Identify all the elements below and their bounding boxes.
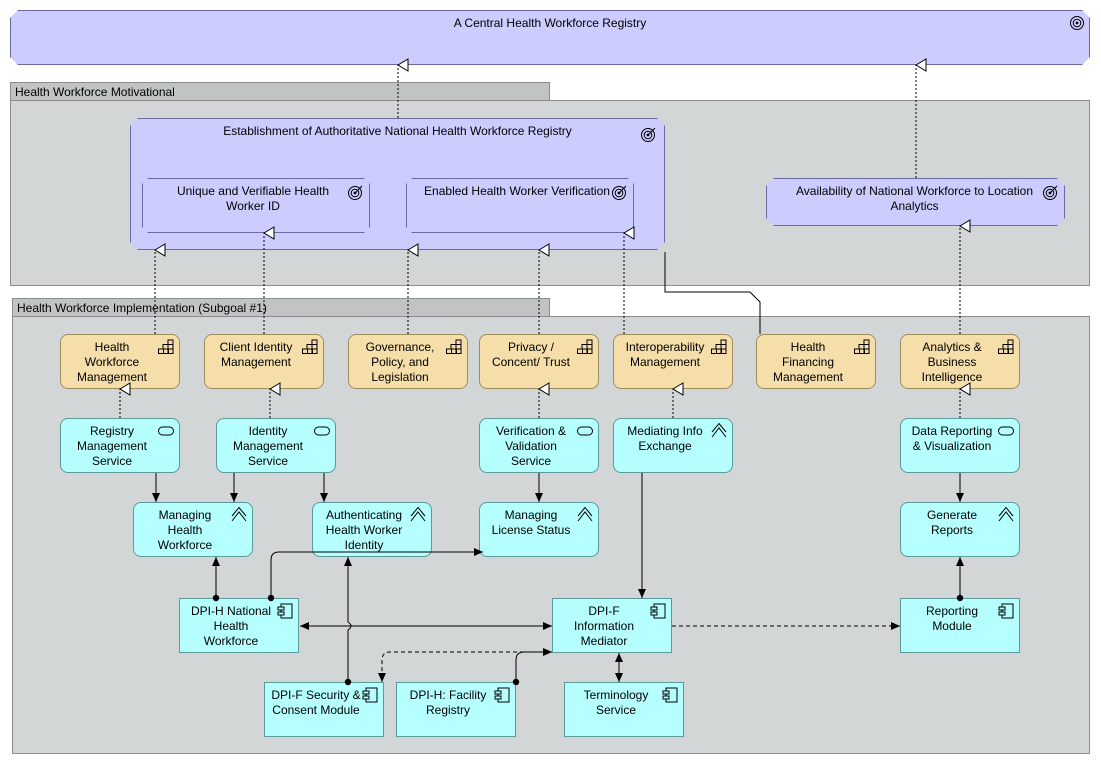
capability-icon <box>577 339 593 354</box>
service-icon <box>577 426 593 436</box>
service-identity-management[interactable]: Identity Management Service <box>216 418 336 473</box>
capability-icon <box>854 339 870 354</box>
process-label: Generate Reports <box>926 508 978 537</box>
capability-governance[interactable]: Governance, Policy, and Legislation <box>348 334 468 389</box>
goal-establishment-label: Establishment of Authoritative National … <box>223 124 572 138</box>
goal-target-icon <box>1069 15 1085 31</box>
process-icon <box>231 506 247 522</box>
component-dpi-h-national-health-workforce[interactable]: DPI-H National Health Workforce <box>179 598 299 653</box>
component-facility-registry[interactable]: DPI-H: Facility Registry <box>396 682 516 737</box>
component-label: DPI-F Security & Consent Module <box>271 688 361 717</box>
service-label: Identity Management Service <box>232 424 304 468</box>
component-label: DPI-H: Facility Registry <box>409 688 487 717</box>
process-managing-health-workforce[interactable]: Managing Health Workforce <box>133 502 253 557</box>
component-icon <box>650 603 666 619</box>
capability-label: Health Financing Management <box>772 340 844 384</box>
component-dpi-f-information-mediator[interactable]: DPI-F Information Mediator <box>552 598 672 653</box>
process-icon <box>711 422 727 438</box>
service-icon <box>998 426 1014 436</box>
capability-health-workforce-management[interactable]: Health Workforce Management <box>60 334 180 389</box>
process-icon <box>577 506 593 522</box>
capability-interoperability[interactable]: Interoperability Management <box>613 334 733 389</box>
capability-label: Governance, Policy, and Legislation <box>365 340 435 384</box>
process-label: Managing Health Workforce <box>157 508 213 552</box>
implementation-group-tab[interactable]: Health Workforce Implementation (Subgoal… <box>12 298 550 316</box>
process-label: Mediating Info Exchange <box>627 424 703 453</box>
process-authenticating-identity[interactable]: Authenticating Health Worker Identity <box>312 502 432 557</box>
process-label: Managing License Status <box>491 508 571 537</box>
capability-client-identity-management[interactable]: Client Identity Management <box>204 334 324 389</box>
goal-target-icon <box>1042 185 1058 201</box>
process-mediating-info-exchange[interactable]: Mediating Info Exchange <box>613 418 733 473</box>
implementation-group-label: Health Workforce Implementation (Subgoal… <box>17 301 267 315</box>
process-generate-reports[interactable]: Generate Reports <box>900 502 1020 557</box>
component-terminology-service[interactable]: Terminology Service <box>564 682 684 737</box>
capability-icon <box>446 339 462 354</box>
motivational-group-label: Health Workforce Motivational <box>15 85 175 99</box>
capability-health-financing[interactable]: Health Financing Management <box>756 334 876 389</box>
service-icon <box>314 426 330 436</box>
capability-icon <box>158 339 174 354</box>
goal-verification-label: Enabled Health Worker Verification <box>424 184 610 198</box>
motivational-group-tab[interactable]: Health Workforce Motivational <box>10 82 550 100</box>
capability-label: Interoperability Management <box>625 340 705 369</box>
goal-central-registry[interactable]: A Central Health Workforce Registry <box>10 10 1090 65</box>
process-icon <box>998 506 1014 522</box>
service-label: Verification & Validation Service <box>495 424 567 468</box>
component-reporting-module[interactable]: Reporting Module <box>900 598 1020 653</box>
capability-analytics[interactable]: Analytics & Business Intelligence <box>900 334 1020 389</box>
component-label: DPI-F Information Mediator <box>573 604 635 648</box>
goal-availability-label: Availability of National Workforce to Lo… <box>795 184 1033 213</box>
component-label: DPI-H National Health Workforce <box>190 604 272 648</box>
service-registry-management[interactable]: Registry Management Service <box>60 418 180 473</box>
goal-unique-id[interactable]: Unique and Verifiable Health Worker ID <box>142 178 370 233</box>
goal-target-icon <box>347 185 363 201</box>
service-label: Registry Management Service <box>76 424 148 468</box>
capability-icon <box>711 339 727 354</box>
goal-availability[interactable]: Availability of National Workforce to Lo… <box>766 178 1065 226</box>
capability-icon <box>998 339 1014 354</box>
process-icon <box>410 506 426 522</box>
service-data-reporting[interactable]: Data Reporting & Visualization <box>900 418 1020 473</box>
service-verification-validation[interactable]: Verification & Validation Service <box>479 418 599 473</box>
capability-icon <box>302 339 318 354</box>
component-icon <box>662 687 678 703</box>
component-label: Terminology Service <box>583 688 649 717</box>
component-icon <box>494 687 510 703</box>
component-security-consent-module[interactable]: DPI-F Security & Consent Module <box>264 682 384 737</box>
goal-target-icon <box>611 185 627 201</box>
service-icon <box>158 426 174 436</box>
component-icon <box>998 603 1014 619</box>
component-label: Reporting Module <box>925 604 979 633</box>
capability-label: Privacy / Concent/ Trust <box>491 340 571 369</box>
goal-target-icon <box>640 127 656 143</box>
capability-privacy[interactable]: Privacy / Concent/ Trust <box>479 334 599 389</box>
capability-label: Health Workforce Management <box>76 340 148 384</box>
component-icon <box>277 603 293 619</box>
capability-label: Analytics & Business Intelligence <box>921 340 983 384</box>
goal-central-registry-label: A Central Health Workforce Registry <box>453 16 647 30</box>
process-managing-license-status[interactable]: Managing License Status <box>479 502 599 557</box>
process-label: Authenticating Health Worker Identity <box>325 508 403 552</box>
component-icon <box>362 687 378 703</box>
service-label: Data Reporting & Visualization <box>911 424 993 453</box>
capability-label: Client Identity Management <box>219 340 293 369</box>
goal-unique-id-label: Unique and Verifiable Health Worker ID <box>176 184 330 213</box>
goal-verification[interactable]: Enabled Health Worker Verification <box>406 178 634 233</box>
